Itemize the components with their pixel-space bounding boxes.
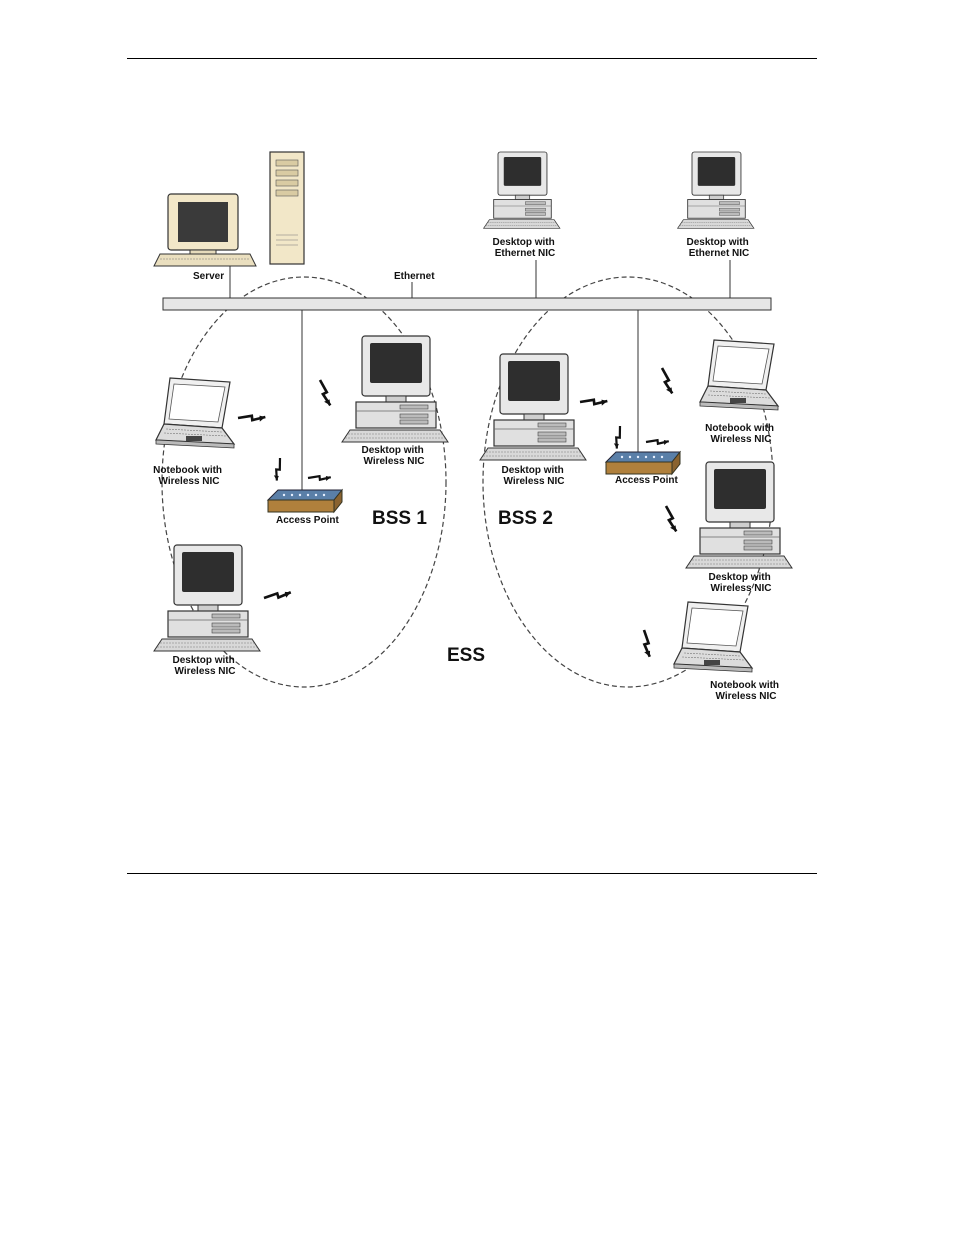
wireless-signal-icon bbox=[580, 388, 607, 415]
wireless-signal-icon bbox=[646, 430, 669, 452]
notebook-computer-icon bbox=[674, 602, 752, 672]
desktop-eth-2-label: Desktop with Ethernet NIC bbox=[686, 237, 751, 259]
desktop-bss1-top-label: Desktop with Wireless NIC bbox=[361, 445, 426, 467]
notebook-right-top-label: Notebook with Wireless NIC bbox=[705, 423, 777, 445]
notebook-left-label: Notebook with Wireless NIC bbox=[153, 465, 225, 487]
access-point-1-label: Access Point bbox=[276, 515, 339, 526]
wireless-signal-icon bbox=[308, 466, 331, 488]
label-line: Wireless NIC bbox=[710, 434, 771, 445]
label-line: Wireless NIC bbox=[710, 583, 771, 594]
access-point-icon bbox=[606, 452, 680, 474]
notebook-computer-icon bbox=[700, 340, 778, 410]
notebook-computer-icon bbox=[156, 378, 234, 448]
label-line: Wireless NIC bbox=[174, 666, 235, 677]
desktop-computer-icon bbox=[484, 152, 560, 228]
ess-label: ESS bbox=[447, 645, 485, 666]
desktop-computer-icon bbox=[480, 354, 586, 460]
desktop-bss2-left-label: Desktop with Wireless NIC bbox=[501, 465, 566, 487]
label-line: Wireless NIC bbox=[715, 691, 776, 702]
bss2-label: BSS 2 bbox=[498, 508, 553, 529]
label-line: Wireless NIC bbox=[363, 456, 424, 467]
label-line: Desktop with bbox=[172, 655, 234, 666]
desktop-computer-icon bbox=[154, 545, 260, 651]
label-line: Wireless NIC bbox=[503, 476, 564, 487]
desktop-computer-icon bbox=[678, 152, 754, 228]
notebook-right-bottom-label: Notebook with Wireless NIC bbox=[710, 680, 782, 702]
label-line: Wireless NIC bbox=[158, 476, 219, 487]
label-line: Ethernet NIC bbox=[689, 248, 750, 259]
bss1-label: BSS 1 bbox=[372, 508, 427, 529]
label-line: Desktop with bbox=[686, 237, 748, 248]
ethernet-bus bbox=[163, 298, 771, 310]
server-computer-icon bbox=[154, 152, 304, 266]
desktop-right-label: Desktop with Wireless NIC bbox=[708, 572, 773, 594]
desktop-computer-icon bbox=[342, 336, 448, 442]
ethernet-label: Ethernet bbox=[394, 271, 435, 282]
label-line: Notebook with bbox=[710, 680, 779, 691]
label-line: Notebook with bbox=[153, 465, 222, 476]
access-point-2-label: Access Point bbox=[615, 475, 678, 486]
wireless-signal-icon bbox=[264, 581, 291, 608]
server-label: Server bbox=[193, 271, 224, 282]
wireless-signal-icon bbox=[654, 368, 681, 393]
desktop-computer-icon bbox=[686, 462, 792, 568]
wireless-signal-icon bbox=[268, 458, 289, 481]
wireless-signal-icon bbox=[658, 506, 685, 531]
label-line: Notebook with bbox=[705, 423, 774, 434]
label-line: Desktop with bbox=[708, 572, 770, 583]
label-line: Desktop with bbox=[492, 237, 554, 248]
desktop-bss1-bottom-label: Desktop with Wireless NIC bbox=[172, 655, 237, 677]
access-point-icon bbox=[268, 490, 342, 512]
wireless-signal-icon bbox=[608, 426, 629, 449]
desktop-eth-1-label: Desktop with Ethernet NIC bbox=[492, 237, 557, 259]
wireless-signal-icon bbox=[633, 630, 660, 657]
wireless-signal-icon bbox=[238, 404, 265, 431]
label-line: Ethernet NIC bbox=[495, 248, 556, 259]
label-line: Desktop with bbox=[361, 445, 423, 456]
wireless-signal-icon bbox=[312, 380, 339, 405]
label-line: Desktop with bbox=[501, 465, 563, 476]
